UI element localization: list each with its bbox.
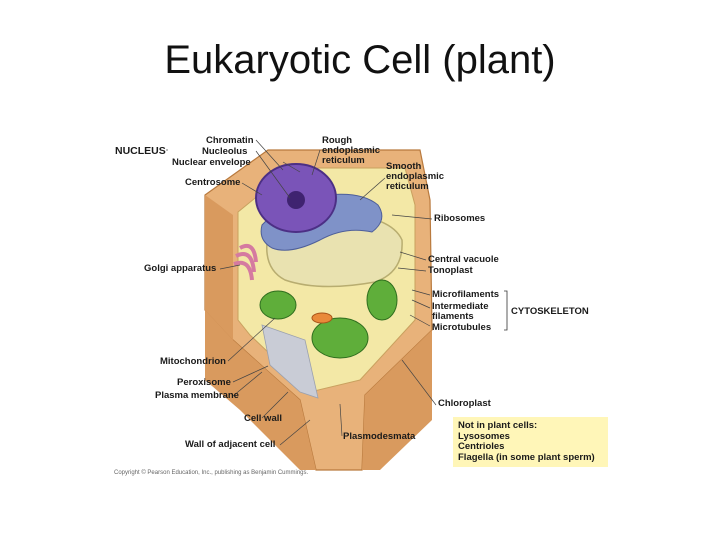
label-cytoskeleton: CYTOSKELETON <box>511 306 589 317</box>
nucleolus <box>287 191 305 209</box>
label-golgi: Golgi apparatus <box>144 263 217 274</box>
golgi-apparatus <box>233 243 258 281</box>
slide-title: Eukaryotic Cell (plant) <box>164 38 556 82</box>
label-central-vacuole: Central vacuole <box>428 254 499 265</box>
label-ribosomes: Ribosomes <box>434 213 486 224</box>
label-tonoplast: Tonoplast <box>428 265 473 276</box>
mitochondrion <box>311 312 333 324</box>
note-line: Not in plant cells: <box>458 420 538 431</box>
copyright-text: Copyright © Pearson Education, Inc., pub… <box>114 470 309 476</box>
label-cell-wall: Cell wall <box>244 413 283 424</box>
label-intermediate-filaments: Intermediate filaments <box>432 301 489 322</box>
label-plasma-membrane: Plasma membrane <box>155 390 239 401</box>
chloroplasts <box>259 279 398 359</box>
not-in-plant-cells-box: Not in plant cells: Lysosomes Centrioles… <box>453 417 608 467</box>
label-peroxisome: Peroxisome <box>177 377 231 388</box>
label-wall-adjacent-cell: Wall of adjacent cell <box>185 439 276 450</box>
note-line: Centrioles <box>458 441 505 452</box>
leader-lines <box>166 139 437 446</box>
label-plasmodesmata: Plasmodesmata <box>343 431 416 442</box>
label-nucleus: NUCLEUS <box>115 145 166 157</box>
label-chloroplast: Chloroplast <box>438 398 491 409</box>
adjacent-cell <box>261 324 319 399</box>
label-smooth-er: Smooth endoplasmic reticulum <box>386 161 445 192</box>
label-chromatin: Chromatin <box>206 135 254 146</box>
note-line: Flagella (in some plant sperm) <box>458 451 595 463</box>
label-microtubules: Microtubules <box>432 322 492 333</box>
note-line: Lysosomes <box>458 430 510 442</box>
label-rough-er: Rough endoplasmic reticulum <box>322 135 381 166</box>
label-microfilaments: Microfilaments <box>432 289 500 300</box>
label-centrosome: Centrosome <box>185 177 241 188</box>
label-nucleolus: Nucleolus <box>202 146 248 157</box>
cytoskeleton-bracket <box>504 290 508 331</box>
label-mitochondrion: Mitochondrion <box>160 356 226 367</box>
label-nuclear-envelope: Nuclear envelope <box>172 157 251 168</box>
